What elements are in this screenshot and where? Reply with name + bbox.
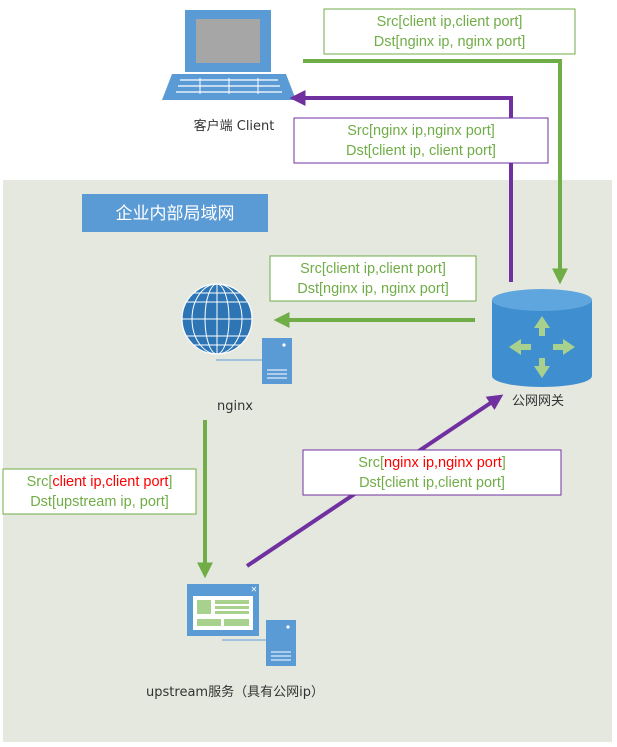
lan-title: 企业内部局域网 — [116, 204, 235, 224]
flow-src-text: Src[nginx ip,nginx port] — [358, 455, 506, 471]
laptop-icon — [162, 10, 296, 100]
gateway-label: 公网网关 — [512, 394, 564, 409]
client-label: 客户端 Client — [194, 118, 275, 134]
flow-src-text: Src[client ip,client port] — [27, 474, 173, 490]
nginx-label: nginx — [217, 399, 253, 414]
flow-dst-text: Dst[client ip,client port] — [359, 475, 505, 491]
flow-box-upstream-to-gateway: Src[nginx ip,nginx port] Dst[client ip,c… — [302, 449, 562, 496]
flow-dst-text: Dst[client ip, client port] — [346, 143, 496, 159]
flow-box-client-to-gateway: Src[client ip,client port] Dst[nginx ip,… — [323, 8, 576, 55]
flow-box-gateway-to-client: Src[nginx ip,nginx port] Dst[client ip, … — [293, 117, 549, 164]
lan-title-badge — [82, 194, 268, 232]
flow-dst-text: Dst[upstream ip, port] — [30, 494, 169, 510]
flow-src-text: Src[client ip,client port] — [377, 14, 523, 30]
flow-src-text: Src[client ip,client port] — [300, 261, 446, 277]
arrow-client-to-gateway — [303, 59, 568, 285]
upstream-label: upstream服务（具有公网ip） — [146, 684, 324, 700]
server-icon — [222, 620, 296, 666]
flow-src-text: Src[nginx ip,nginx port] — [347, 123, 495, 139]
svg-text:✕: ✕ — [251, 585, 258, 594]
flow-dst-text: Dst[nginx ip, nginx port] — [374, 34, 526, 50]
router-icon — [492, 289, 592, 387]
web-window-icon: ✕ — [187, 584, 259, 636]
server-icon — [216, 338, 292, 384]
flow-box-nginx-to-upstream: Src[client ip,client port] Dst[upstream … — [2, 468, 197, 515]
arrow-gateway-to-client — [289, 90, 513, 282]
flow-box-gateway-to-nginx: Src[client ip,client port] Dst[nginx ip,… — [269, 255, 477, 302]
flow-dst-text: Dst[nginx ip, nginx port] — [297, 281, 449, 297]
globe-icon — [181, 283, 253, 355]
